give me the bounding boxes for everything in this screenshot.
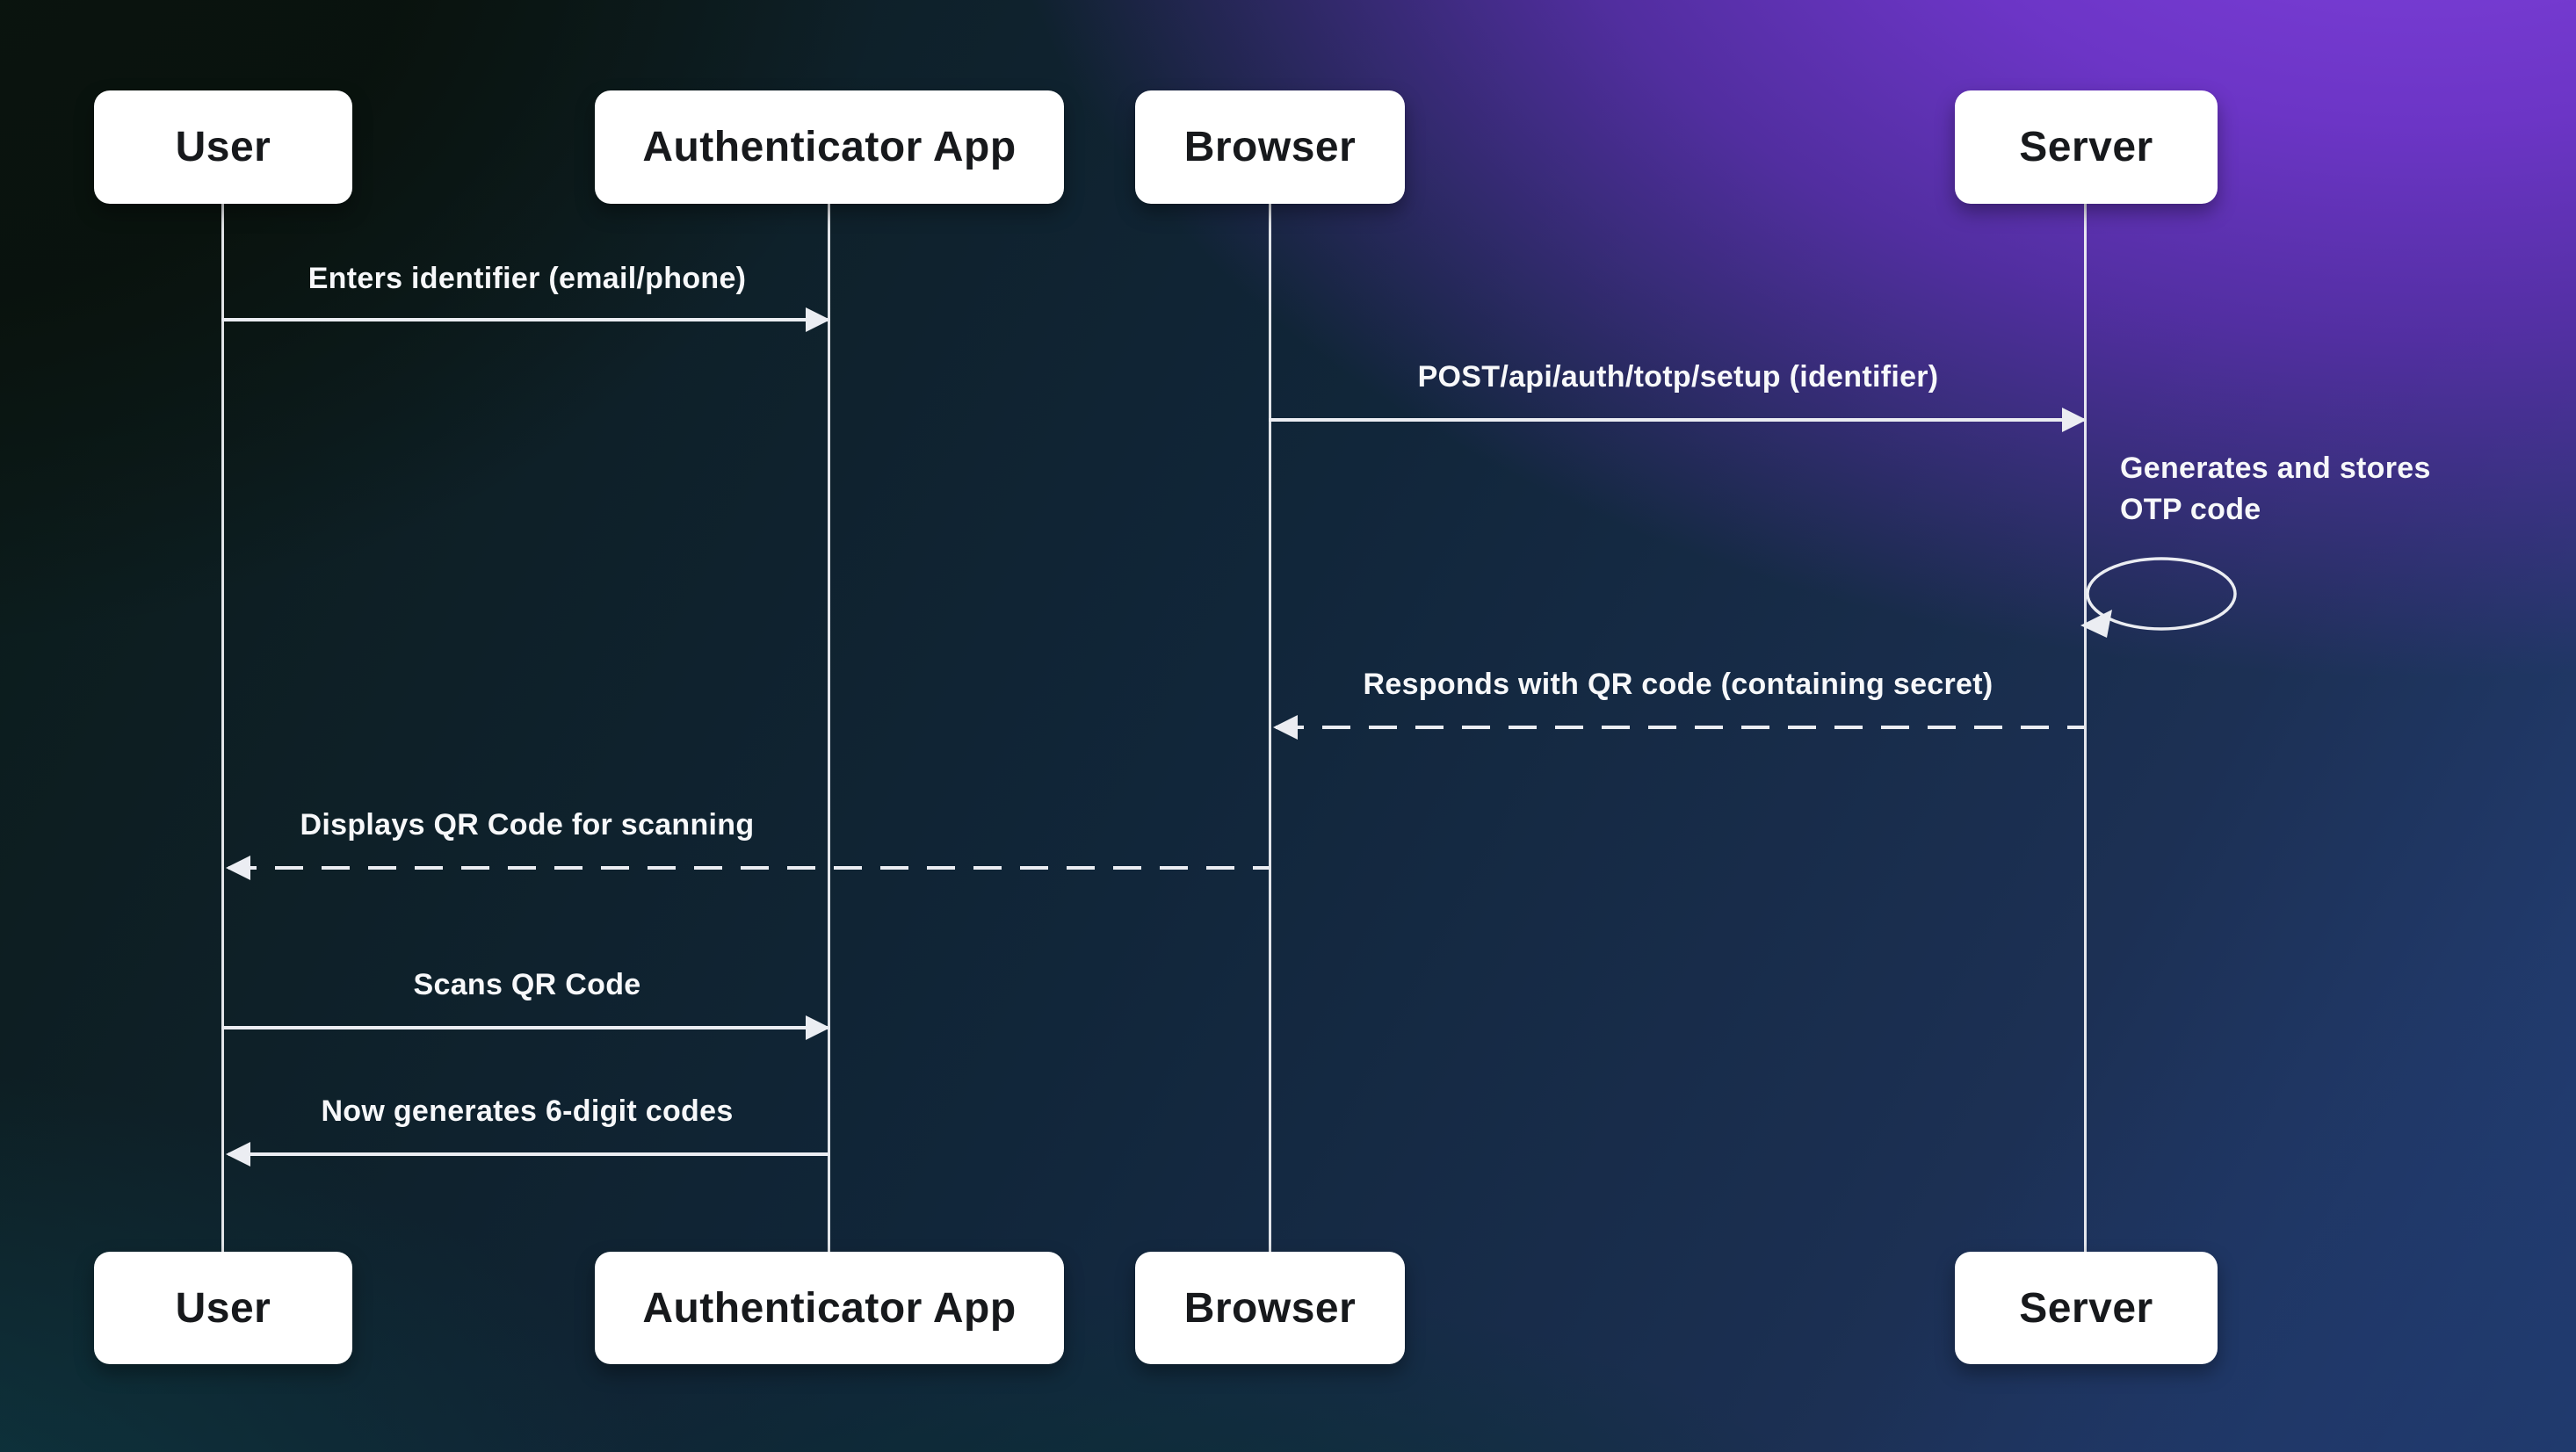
arrowhead-right-icon — [806, 307, 830, 332]
actor-authenticator-app-bottom: Authenticator App — [595, 1252, 1064, 1364]
message-arrow-enters-identifier — [221, 307, 830, 332]
actor-browser-top: Browser — [1135, 90, 1405, 204]
arrowhead-left-icon — [1273, 715, 1298, 740]
message-arrow-responds-qr — [1273, 715, 2084, 740]
actor-user-top: User — [94, 90, 352, 204]
lifeline-authenticator-app — [828, 204, 830, 1252]
lifeline-server — [2084, 204, 2087, 1252]
message-label-scans-qr: Scans QR Code — [413, 968, 641, 1001]
message-label-displays-qr: Displays QR Code for scanning — [300, 808, 755, 842]
message-label-responds-qr: Responds with QR code (containing secret… — [1363, 668, 1994, 701]
lifeline-browser — [1269, 204, 1271, 1252]
arrowhead-left-icon — [226, 1142, 250, 1167]
arrowhead-right-icon — [2062, 408, 2087, 432]
note-generates-otp: Generates and stores OTP code — [2120, 451, 2431, 526]
actor-server-top: Server — [1955, 90, 2218, 204]
self-loop-icon — [2080, 557, 2237, 638]
message-label-enters-identifier: Enters identifier (email/phone) — [308, 262, 747, 295]
actor-browser-bottom: Browser — [1135, 1252, 1405, 1364]
message-label-generates-codes: Now generates 6-digit codes — [321, 1094, 734, 1128]
actor-user-bottom: User — [94, 1252, 352, 1364]
message-arrow-post-totp-setup — [1269, 408, 2087, 432]
message-arrow-displays-qr — [226, 856, 1269, 880]
message-arrow-scans-qr — [221, 1015, 830, 1040]
actor-authenticator-app-top: Authenticator App — [595, 90, 1064, 204]
arrowhead-left-icon — [226, 856, 250, 880]
message-label-post-totp-setup: POST/api/auth/totp/setup (identifier) — [1417, 360, 1939, 394]
actor-server-bottom: Server — [1955, 1252, 2218, 1364]
arrowhead-right-icon — [806, 1015, 830, 1040]
message-arrow-generates-codes — [226, 1142, 829, 1167]
lifeline-user — [221, 204, 224, 1252]
